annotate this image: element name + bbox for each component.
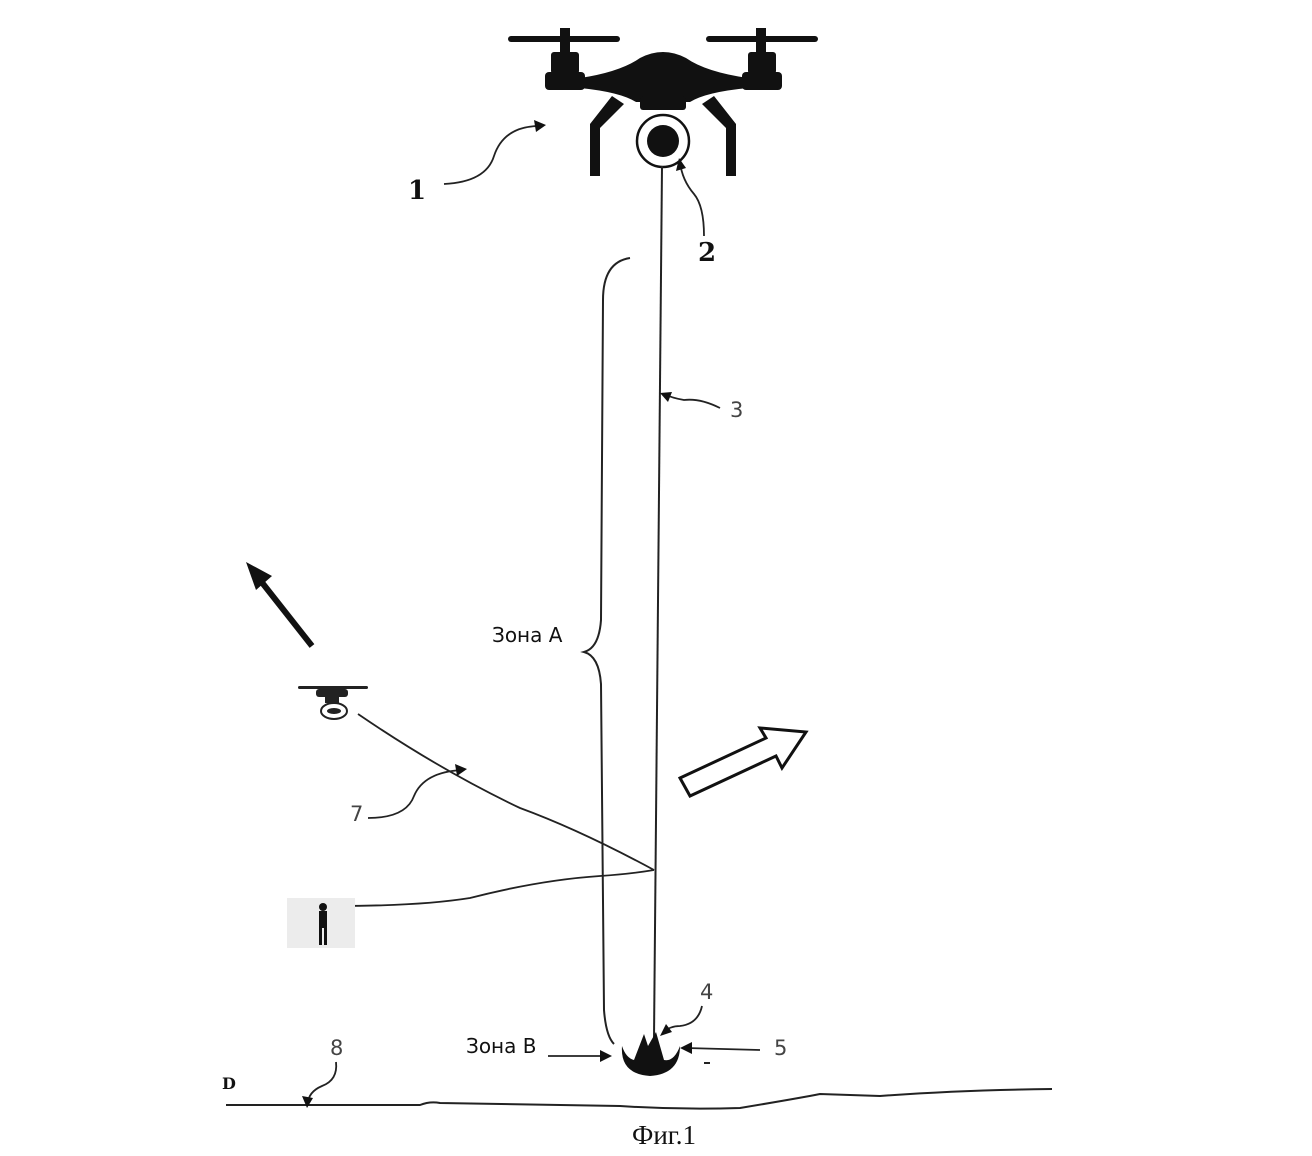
tether-line <box>653 165 663 1039</box>
hollow-arrow-icon <box>677 726 809 798</box>
anchor-icon <box>621 1032 680 1076</box>
solid-arrow-icon <box>246 562 315 648</box>
label-4: 4 <box>700 980 714 1004</box>
ground-line <box>226 1088 1053 1110</box>
label-3: 3 <box>730 398 744 422</box>
label-8: 8 <box>330 1036 344 1060</box>
secondary-line <box>357 713 655 871</box>
label-2: 2 <box>698 238 717 268</box>
person-line <box>335 869 655 907</box>
person-icon <box>287 898 355 948</box>
zone-b-label: Зона В <box>466 1034 537 1058</box>
label-5: 5 <box>774 1036 788 1060</box>
ground-letter: D <box>222 1074 236 1093</box>
small-mark <box>704 1062 710 1064</box>
drone-icon <box>508 28 818 176</box>
zone-a-brace <box>580 257 631 1045</box>
label-7: 7 <box>350 802 364 826</box>
zone-a-label: Зона А <box>492 623 563 647</box>
leader-arrows <box>307 125 761 1105</box>
leader-arrowheads <box>302 120 692 1108</box>
figure-caption: Фиг.1 <box>632 1120 697 1150</box>
winch-icon <box>635 113 691 169</box>
small-drone-icon <box>298 686 368 720</box>
label-1: 1 <box>408 176 427 206</box>
